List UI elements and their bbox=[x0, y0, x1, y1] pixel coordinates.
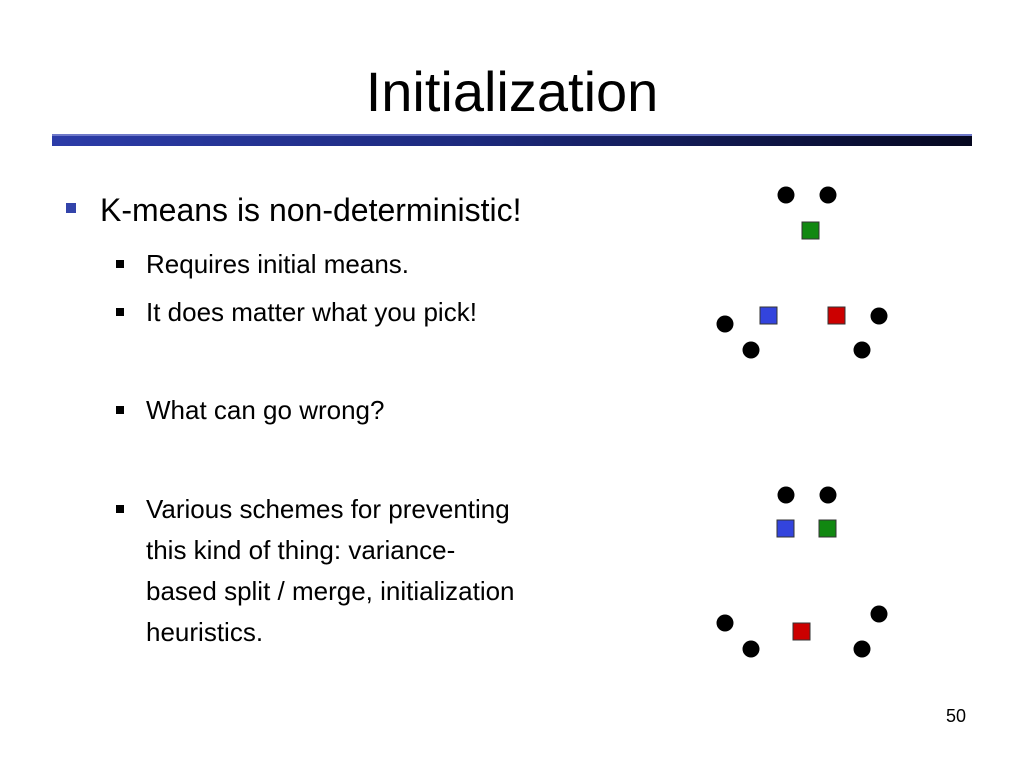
page-number: 50 bbox=[945, 706, 966, 726]
slide-title: Initialization bbox=[365, 60, 659, 123]
data-point bbox=[819, 486, 837, 504]
sub-bullet-4-line-3: based split / merge, initialization bbox=[146, 576, 515, 606]
sub-bullet-4-line-4: heuristics. bbox=[146, 617, 264, 647]
sub-bullet-4-line-1: Various schemes for preventing bbox=[146, 494, 510, 524]
data-point bbox=[870, 307, 888, 325]
title-rule bbox=[52, 136, 972, 146]
data-point bbox=[777, 486, 795, 504]
initialization-example-2 bbox=[716, 486, 888, 658]
data-point bbox=[777, 186, 795, 204]
data-point bbox=[742, 640, 760, 658]
sub-bullet-1: Requires initial means. bbox=[146, 249, 410, 279]
kmeans-initialization-diagrams bbox=[716, 186, 888, 658]
cluster-center-green bbox=[801, 221, 820, 240]
data-point bbox=[716, 614, 734, 632]
data-point bbox=[742, 341, 760, 359]
title-rule-highlight bbox=[52, 134, 972, 136]
sub-bullet-4-line-2: this kind of thing: variance- bbox=[146, 535, 456, 565]
sub-bullet-marker bbox=[116, 260, 124, 268]
bullet-main: K-means is non-deterministic! bbox=[100, 192, 522, 228]
data-point bbox=[853, 341, 871, 359]
initialization-example-1 bbox=[716, 186, 888, 359]
data-point bbox=[870, 605, 888, 623]
sub-bullet-marker bbox=[116, 406, 124, 414]
cluster-center-blue bbox=[759, 306, 778, 325]
cluster-center-blue bbox=[776, 519, 795, 538]
cluster-center-red bbox=[827, 306, 846, 325]
sub-bullet-marker bbox=[116, 505, 124, 513]
data-point bbox=[819, 186, 837, 204]
sub-bullet-2: It does matter what you pick! bbox=[146, 297, 477, 327]
sub-bullet-marker bbox=[116, 308, 124, 316]
bullet-marker bbox=[66, 203, 76, 213]
sub-bullet-3: What can go wrong? bbox=[146, 395, 385, 425]
cluster-center-green bbox=[818, 519, 837, 538]
cluster-center-red bbox=[792, 622, 811, 641]
data-point bbox=[853, 640, 871, 658]
data-point bbox=[716, 315, 734, 333]
